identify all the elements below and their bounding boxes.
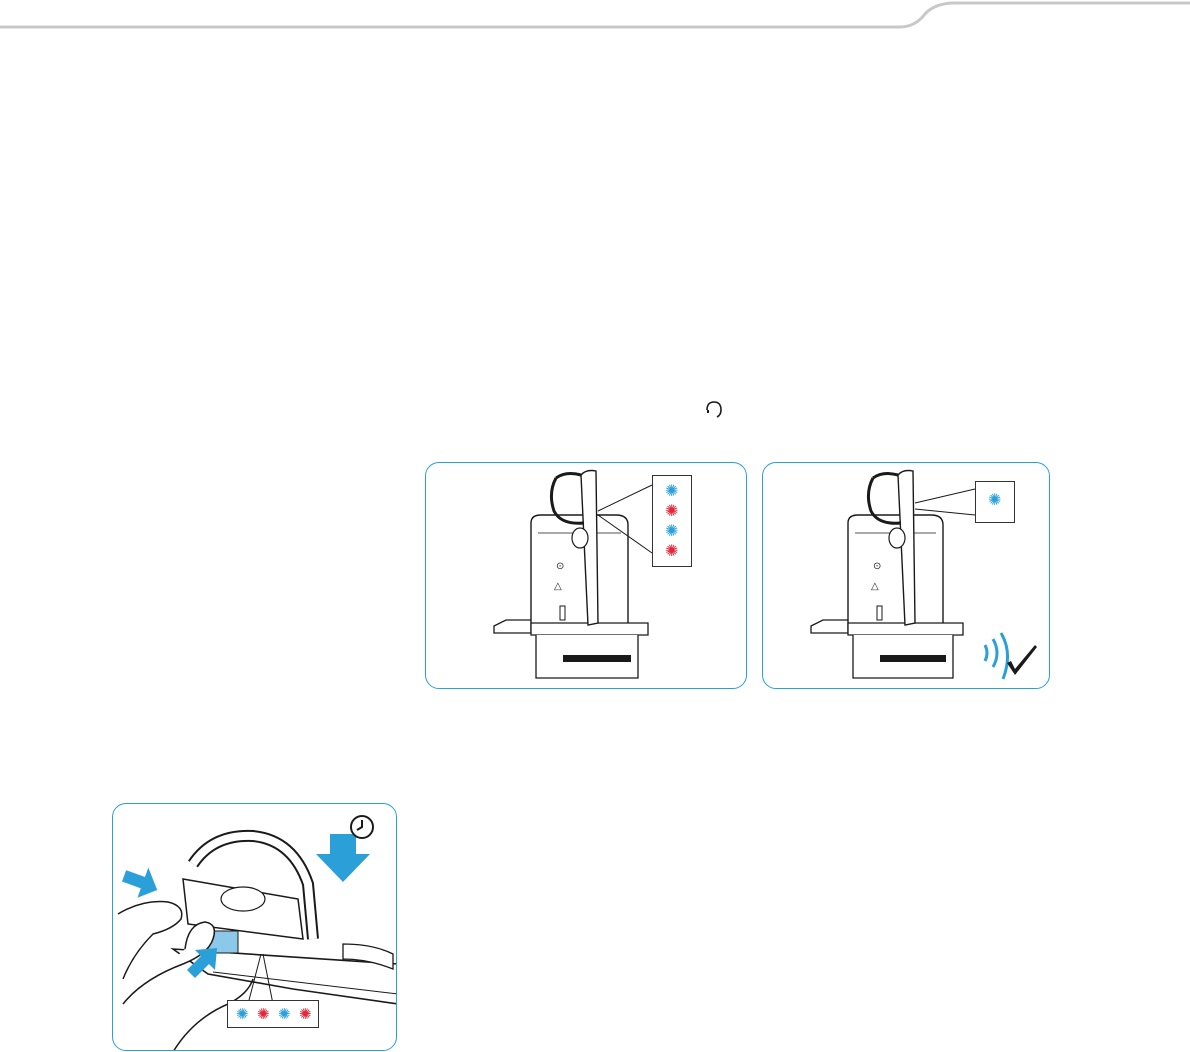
led-blue-icon: ✺ [665,481,678,501]
svg-text:△: △ [871,581,879,592]
arrow-right-icon [121,864,161,900]
headset-icon [703,398,725,420]
led-blue-icon: ✺ [236,1005,249,1023]
base-station-illustration: ⊙ △ [426,463,747,689]
led-sequence-box: ✺ [975,481,1015,523]
led-sequence-box: ✺ ✺ ✺ ✺ [227,1000,319,1028]
led-blue-icon: ✺ [278,1005,291,1023]
led-sequence-box: ✺ ✺ ✺ ✺ [652,475,692,567]
svg-text:△: △ [554,581,562,592]
led-red-icon: ✺ [257,1005,270,1023]
connected-check-icon [977,623,1043,685]
svg-text:⊙: ⊙ [556,561,564,572]
led-red-icon: ✺ [665,541,678,561]
svg-text:⊙: ⊙ [873,561,881,572]
base-station-paired-panel: ⊙ △ ✺ [762,462,1050,689]
clock-icon [349,814,375,840]
header-rule [0,0,1190,40]
led-blue-icon: ✺ [665,521,678,541]
arrow-press-icon [185,942,225,982]
headset-button-panel: ✺ ✺ ✺ ✺ [112,803,397,1051]
base-station-pairing-panel: ⊙ △ ✺ ✺ ✺ ✺ [425,462,747,689]
led-red-icon: ✺ [299,1005,312,1023]
led-blue-icon: ✺ [988,490,1001,510]
led-red-icon: ✺ [665,501,678,521]
arrow-down-icon [316,834,370,882]
